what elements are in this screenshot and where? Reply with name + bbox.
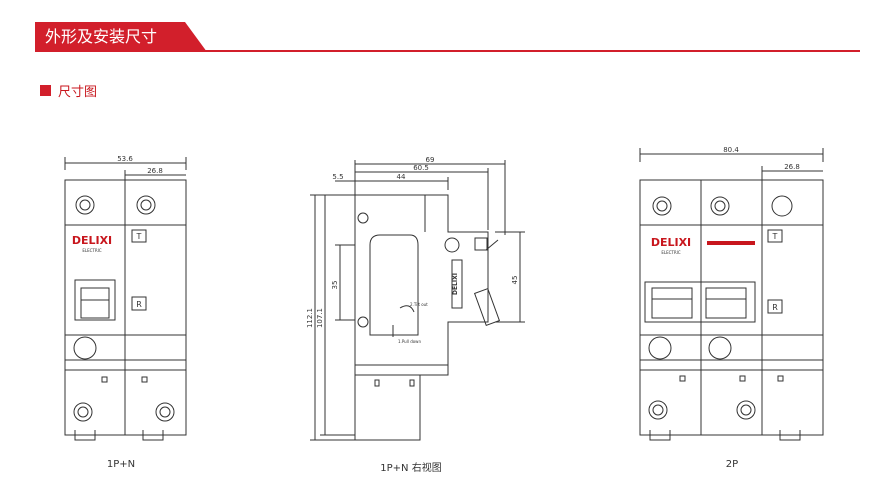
dim-pole-width: 26.8 — [147, 167, 163, 175]
dim-60-5: 60.5 — [413, 164, 429, 172]
dim-overall-width: 80.4 — [723, 146, 739, 154]
side-label-plate-text: DELIXI — [452, 273, 459, 295]
brand-sub: ELECTRIC — [661, 250, 680, 255]
red-indicator-bar — [707, 241, 755, 245]
front-view-2p: 80.4 26.8 DELIXI ELECTRIC T R — [639, 146, 824, 441]
dim-44: 44 — [397, 173, 406, 181]
dim-45: 45 — [511, 276, 519, 285]
test-button-label: T — [136, 232, 142, 241]
reset-button-label: R — [772, 303, 778, 312]
side-view-1p-n: 69 60.5 44 5.5 35 45 107.1 112.1 2.Tilt … — [306, 156, 525, 441]
note-tilt-out: 2.Tilt out — [410, 302, 428, 307]
dim-107-1: 107.1 — [316, 308, 324, 328]
test-button-label: T — [772, 232, 778, 241]
subsection-label: 尺寸图 — [58, 85, 98, 100]
note-pull-down: 1.Pull down — [398, 339, 421, 344]
caption-2p: 2P — [725, 459, 739, 470]
section-title: 外形及安装尺寸 — [35, 22, 207, 52]
caption-1p-n: 1P+N — [106, 459, 136, 470]
section-header: 外形及安装尺寸 — [35, 22, 865, 52]
caption-side-view: 1P+N 右视图 — [380, 463, 442, 474]
dim-overall-width: 53.6 — [117, 155, 133, 163]
header-rule — [35, 50, 860, 52]
dim-112-1: 112.1 — [306, 308, 314, 328]
dim-35: 35 — [331, 281, 339, 290]
dim-5-5: 5.5 — [332, 173, 343, 181]
brand-logo: DELIXI — [72, 234, 112, 247]
front-view-1p-n: 53.6 26.8 DELIXI ELECTRIC T R — [64, 155, 187, 441]
square-bullet-icon — [40, 85, 51, 96]
reset-button-label: R — [136, 300, 142, 309]
dim-69: 69 — [426, 156, 435, 164]
brand-sub: ELECTRIC — [82, 248, 101, 253]
brand-logo: DELIXI — [651, 236, 691, 249]
dim-pole-width: 26.8 — [784, 163, 800, 171]
